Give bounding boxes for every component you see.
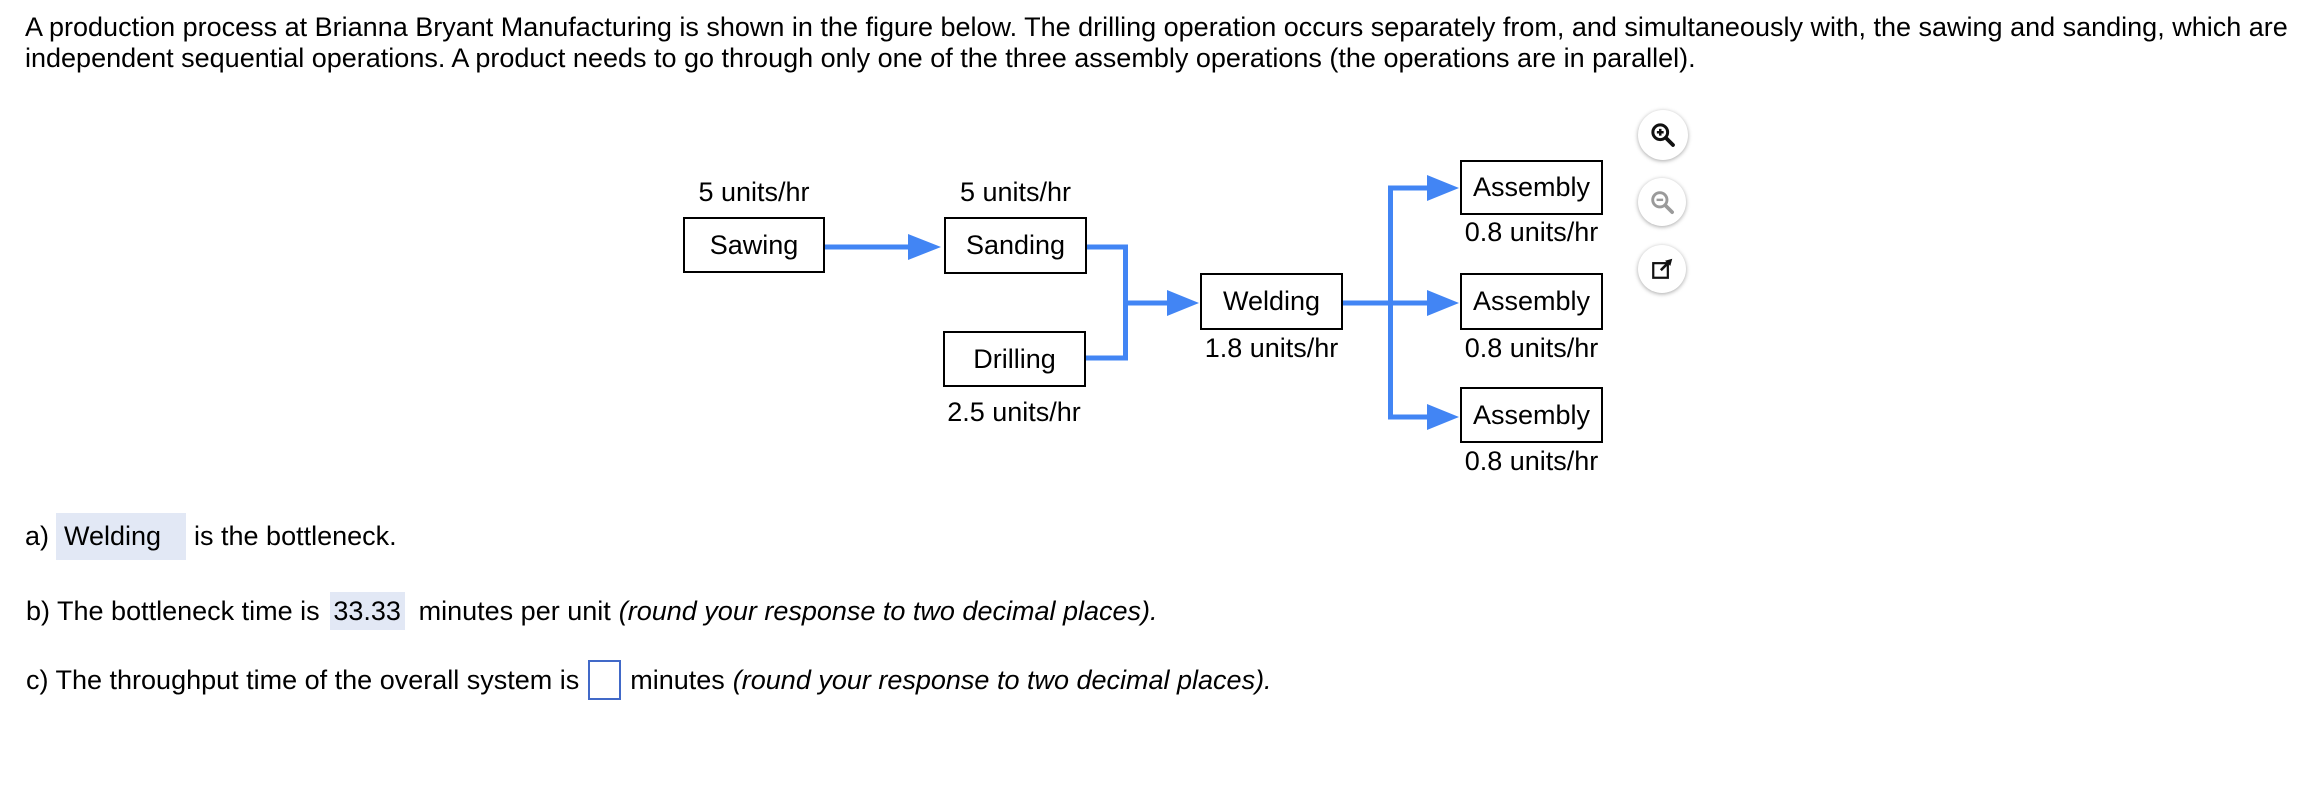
answer-c-input[interactable] bbox=[588, 660, 622, 700]
rate-label-sawing: 5 units/hr bbox=[698, 177, 810, 207]
open-in-new-window-icon bbox=[1648, 255, 1676, 283]
rate-label-assembly-1: 0.8 units/hr bbox=[1464, 217, 1599, 247]
answer-line-c: c) The throughput time of the overall sy… bbox=[26, 660, 1272, 700]
question-line-1: A production process at Brianna Bryant M… bbox=[25, 12, 2288, 42]
answer-b-note: (round your response to two decimal plac… bbox=[618, 595, 1158, 626]
rate-label-assembly-2: 0.8 units/hr bbox=[1464, 333, 1599, 363]
process-label: Welding bbox=[1222, 286, 1321, 316]
answer-c-note: (round your response to two decimal plac… bbox=[732, 664, 1272, 695]
answer-b-field[interactable]: 33.33 bbox=[329, 592, 405, 630]
process-label: Drilling bbox=[973, 343, 1056, 374]
process-label: Assembly bbox=[1472, 399, 1591, 430]
process-box-sawing: Sawing bbox=[683, 217, 825, 273]
answer-c-label: c) The throughput time of the overall sy… bbox=[26, 664, 580, 695]
answer-a-field[interactable]: Welding bbox=[56, 513, 187, 560]
answer-line-a: a) Welding is the bottleneck. bbox=[25, 513, 397, 560]
process-box-welding: Welding bbox=[1200, 273, 1343, 330]
answer-a-label: a) bbox=[25, 521, 50, 551]
rate-label-drilling: 2.5 units/hr bbox=[947, 397, 1081, 427]
process-box-sanding: Sanding bbox=[944, 217, 1087, 274]
answer-a-value: Welding bbox=[64, 521, 162, 551]
question-line-2: independent sequential operations. A pro… bbox=[25, 43, 1696, 73]
rate-label-welding: 1.8 units/hr bbox=[1204, 333, 1339, 363]
answer-b-label: b) The bottleneck time is bbox=[26, 595, 320, 626]
answer-b-unit: minutes per unit bbox=[418, 595, 611, 626]
process-label: Sanding bbox=[965, 230, 1066, 260]
question-text: A production process at Brianna Bryant M… bbox=[25, 12, 2288, 74]
answer-line-b: b) The bottleneck time is 33.33 minutes … bbox=[26, 592, 1158, 630]
zoom-out-icon bbox=[1648, 188, 1677, 217]
answer-b-value: 33.33 bbox=[333, 595, 401, 626]
zoom-in-icon bbox=[1648, 120, 1678, 150]
answer-c-unit: minutes bbox=[630, 664, 725, 695]
rate-label-assembly-3: 0.8 units/hr bbox=[1464, 446, 1599, 476]
answer-a-text: is the bottleneck. bbox=[194, 521, 397, 551]
process-label: Sawing bbox=[709, 229, 799, 260]
process-box-assembly-3: Assembly bbox=[1460, 387, 1603, 443]
open-in-new-window-button[interactable] bbox=[1638, 245, 1686, 293]
process-label: Assembly bbox=[1472, 286, 1591, 316]
zoom-in-button[interactable] bbox=[1638, 110, 1688, 160]
zoom-out-button[interactable] bbox=[1638, 178, 1686, 226]
rate-label-sanding: 5 units/hr bbox=[959, 177, 1072, 207]
process-box-assembly-1: Assembly bbox=[1460, 160, 1603, 215]
process-box-assembly-2: Assembly bbox=[1460, 273, 1603, 330]
process-label: Assembly bbox=[1472, 172, 1591, 202]
process-box-drilling: Drilling bbox=[943, 331, 1086, 387]
